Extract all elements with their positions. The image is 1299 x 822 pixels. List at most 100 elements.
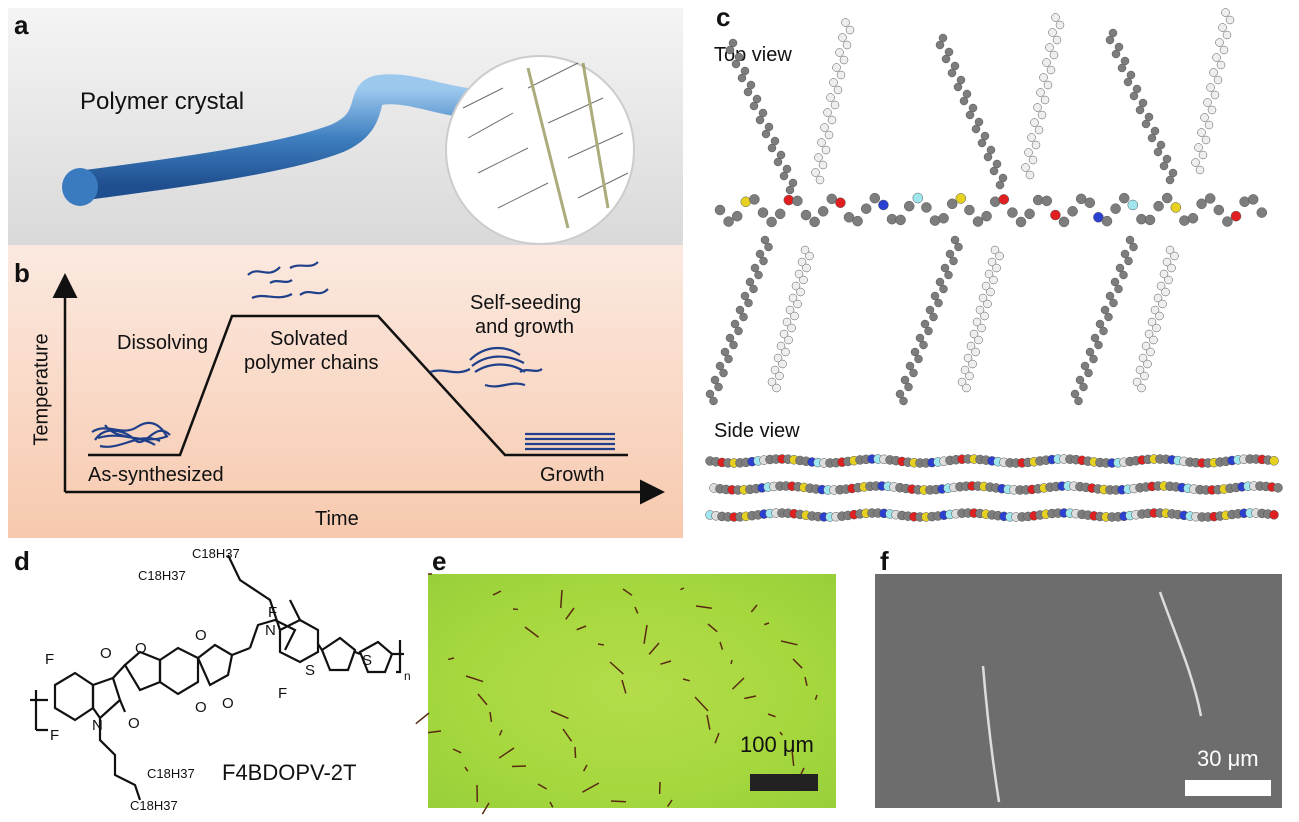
- side-chain-h-atom: [799, 275, 808, 285]
- side-chain-h-atom: [1162, 257, 1172, 267]
- side-chain-atom: [950, 235, 960, 245]
- side-chain-h-atom: [829, 78, 838, 87]
- side-chain-atom: [954, 242, 963, 252]
- side-chain-h-atom: [983, 299, 992, 309]
- fiber: [428, 730, 442, 734]
- backbone-atom: [964, 204, 975, 216]
- atom-n-1: N: [92, 717, 103, 734]
- side-chain-h-atom: [797, 257, 807, 267]
- side-chain-atom: [744, 298, 753, 308]
- side-chain-h-atom: [779, 329, 789, 339]
- side-chain-h-atom: [782, 317, 792, 327]
- side-chain-h-atom: [972, 317, 982, 327]
- stage-solvated-1: Solvated: [270, 328, 348, 350]
- side-chain-atom: [752, 94, 762, 104]
- side-chain-atom: [734, 52, 744, 62]
- side-chain-h-atom: [1132, 377, 1142, 387]
- side-chain-h-atom: [790, 311, 799, 321]
- solvated-chains-icon: [247, 261, 329, 300]
- side-chain-h-atom: [1028, 155, 1038, 165]
- fiber: [597, 643, 605, 646]
- side-chain-atom: [745, 277, 755, 287]
- side-chain-atom: [1105, 291, 1115, 301]
- backbone-atom: [1075, 193, 1087, 205]
- fiber: [791, 749, 795, 766]
- stage-solvated-2: polymer chains: [244, 352, 379, 374]
- side-chain-atom: [924, 326, 933, 336]
- backbone-atom: [1127, 199, 1139, 211]
- side-chain-h-atom: [1030, 118, 1039, 127]
- backbone-atom: [1196, 198, 1207, 210]
- side-chain-h-atom: [832, 63, 841, 72]
- fiber: [682, 678, 690, 682]
- side-chain-h-atom: [1055, 20, 1065, 30]
- side-view-label: Side view: [714, 420, 800, 442]
- backbone-atom: [998, 194, 1010, 205]
- fiber: [562, 728, 573, 742]
- fiber: [706, 714, 711, 730]
- side-chain-h-atom: [1191, 158, 1200, 167]
- fiber: [498, 729, 503, 736]
- side-chain-atom: [940, 263, 950, 273]
- side-chain-atom: [998, 173, 1008, 183]
- backbone-atom: [1256, 207, 1268, 218]
- side-chain-atom: [1126, 70, 1136, 80]
- side-chain-atom: [764, 242, 773, 252]
- backbone-atom: [1015, 216, 1027, 228]
- side-chain-atom: [1162, 154, 1172, 164]
- side-chain-atom: [1074, 396, 1083, 406]
- fiber: [621, 679, 627, 694]
- fiber: [609, 661, 624, 675]
- side-chain-h-atom: [836, 70, 846, 80]
- compound-name: F4BDOPV-2T: [222, 760, 357, 785]
- backbone-atom: [800, 209, 812, 221]
- side-chain-h-atom: [1048, 28, 1057, 37]
- side-chain-h-atom: [793, 299, 802, 309]
- backbone-atom: [1041, 195, 1053, 207]
- backbone-atom: [1110, 203, 1121, 214]
- backbone-atom: [1093, 212, 1104, 223]
- side-chain-h-atom: [1135, 365, 1145, 375]
- fiber: [660, 660, 672, 665]
- side-chain-atom: [776, 150, 786, 160]
- fiber: [574, 746, 577, 759]
- side-chain-atom: [1120, 249, 1130, 259]
- side-chain-h-atom: [978, 293, 988, 303]
- side-chain-3: C18H37: [147, 766, 195, 781]
- side-chain-atom: [709, 396, 718, 406]
- side-chain-h-atom: [971, 347, 980, 357]
- side-chain-h-atom: [800, 245, 810, 255]
- side-chain-h-atom: [1161, 287, 1170, 297]
- side-chain-atom: [758, 108, 768, 118]
- side-chain-h-atom: [830, 100, 840, 110]
- side-chain-h-atom: [1149, 335, 1158, 345]
- side-chain-h-atom: [833, 85, 843, 95]
- backbone-atom: [869, 192, 881, 204]
- side-chain-h-atom: [776, 341, 786, 351]
- side-chain-atom: [740, 66, 750, 76]
- side-chain-h-atom: [995, 251, 1004, 261]
- fiber: [549, 801, 554, 808]
- side-chain-h-atom: [957, 377, 967, 387]
- backbone-atom: [714, 204, 726, 216]
- side-chain-atom: [910, 347, 920, 357]
- backbone-atom: [835, 197, 846, 208]
- side-chain-atom: [992, 159, 1002, 169]
- stage-seeding-1: Self-seeding: [470, 292, 582, 314]
- side-chain-h-atom: [1043, 80, 1053, 90]
- fiber: [666, 799, 673, 808]
- side-chain-h-atom: [1141, 341, 1151, 351]
- side-chain-h-atom: [1153, 293, 1163, 303]
- stage-dissolving: Dissolving: [117, 332, 209, 354]
- side-chain-atom: [895, 389, 905, 399]
- side-chain-h-atom: [1207, 105, 1217, 115]
- side-chain-atom: [914, 354, 923, 364]
- side-chain-atom: [1085, 347, 1095, 357]
- side-chain-h-atom: [778, 359, 787, 369]
- fiber: [492, 590, 502, 596]
- polymer-crystal-drawing: [62, 55, 635, 245]
- side-chain-atom: [938, 33, 948, 43]
- side-chain-h-atom: [1222, 30, 1232, 40]
- fiber: [707, 623, 718, 633]
- sem-fibers: [981, 591, 1203, 803]
